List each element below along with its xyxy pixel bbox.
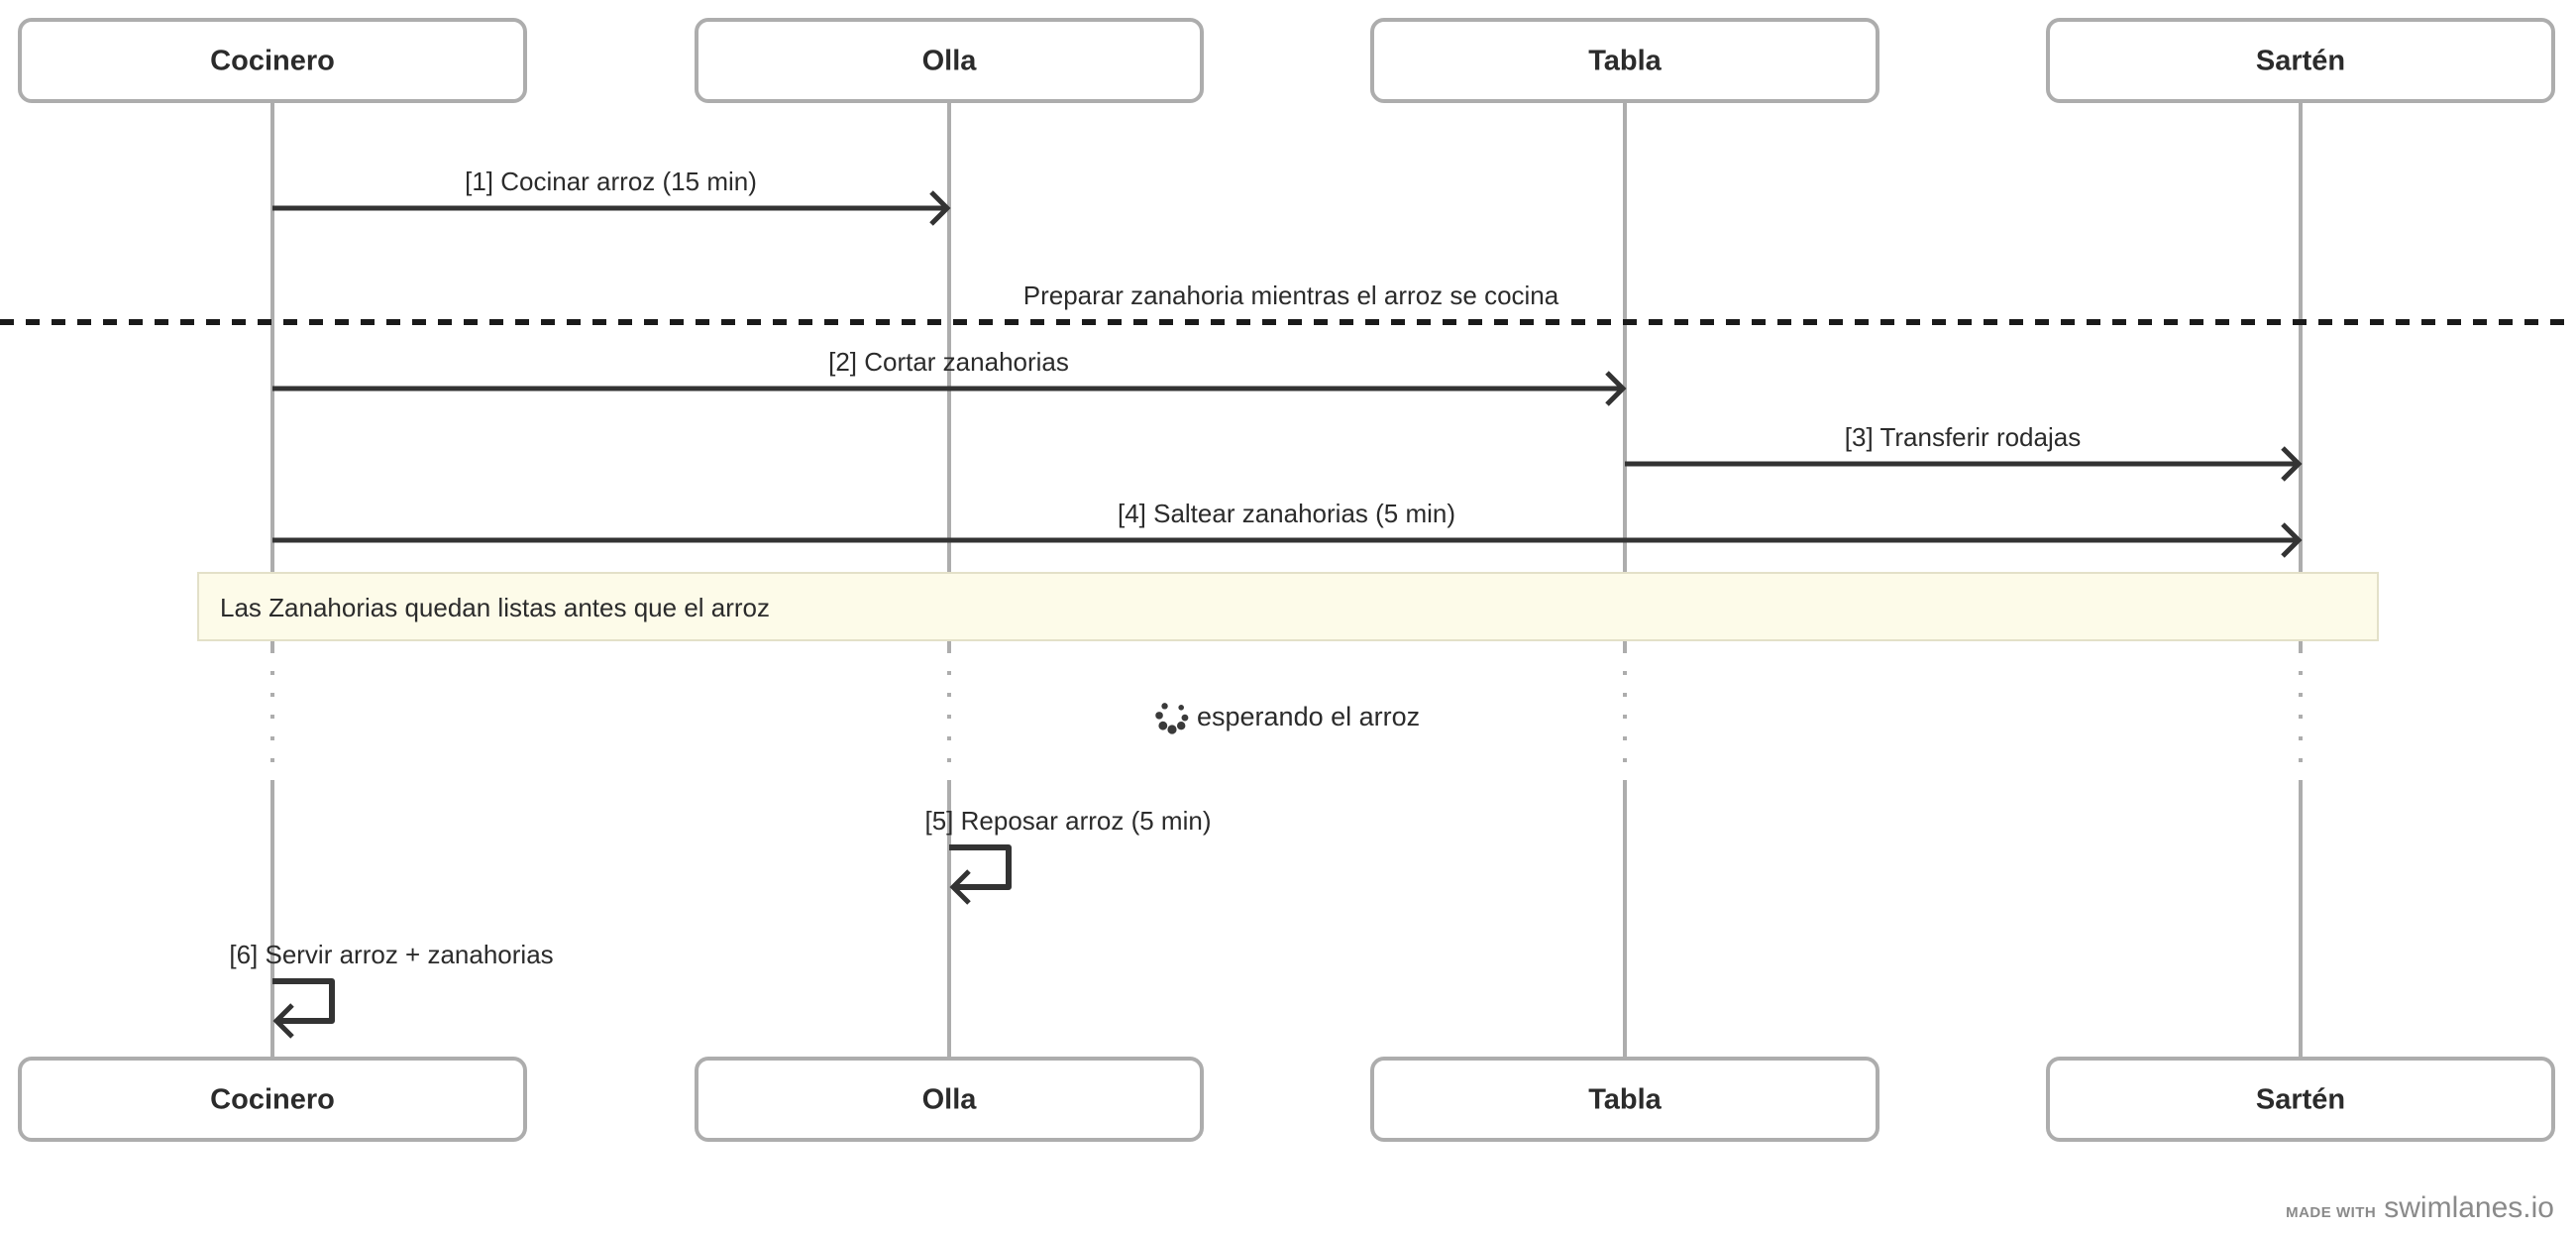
loading-spinner-icon-dot-4 [1167,725,1177,734]
loading-spinner-icon-dot-5 [1176,721,1186,730]
participant-box [695,1057,1204,1142]
arrowhead-icon [929,190,951,226]
participant-sarten-bottom[interactable]: Sartén [2046,1057,2555,1142]
loading-spinner-icon-dot-7 [1178,705,1184,711]
footer-brand-label: swimlanes.io [2384,1191,2554,1224]
divider-label: Preparar zanahoria mientras el arroz se … [1023,280,1559,310]
participant-label: Tabla [1588,46,1662,77]
participant-label: Olla [922,1084,978,1116]
message-label: [3] Transferir rodajas [1845,422,2081,452]
loading-spinner-icon-dot-6 [1181,714,1189,722]
participant-cocinero-top[interactable]: Cocinero [18,18,527,103]
waiting-indicator: esperando el arroz [1155,702,1420,734]
message-label: [2] Cortar zanahorias [828,347,1069,377]
message-1[interactable]: [1] Cocinar arroz (15 min) [272,167,951,226]
arrowhead-icon [1605,371,1627,406]
message-self-loop [272,978,335,1024]
participant-sarten-top[interactable]: Sartén [2046,18,2555,103]
participant-tabla-bottom[interactable]: Tabla [1370,1057,1879,1142]
participant-box [18,1057,527,1142]
message-4[interactable]: [4] Saltear zanahorias (5 min) [272,499,2303,558]
arrowhead-icon [2281,522,2303,558]
participant-box [695,18,1204,103]
arrowhead-icon [2281,446,2303,482]
message-label: [5] Reposar arroz (5 min) [925,806,1212,836]
message-label: [6] Servir arroz + zanahorias [229,940,553,969]
participant-tabla-top[interactable]: Tabla [1370,18,1879,103]
participant-label: Cocinero [210,1084,335,1116]
footer-made-with-label: MADE WITH [2286,1204,2377,1221]
note-box [197,572,2379,641]
participant-box [1370,18,1879,103]
participant-olla-bottom[interactable]: Olla [695,1057,1204,1142]
participant-label: Cocinero [210,46,335,77]
waiting-label: esperando el arroz [1197,702,1420,731]
participant-box [2046,18,2555,103]
loading-spinner-icon-dot-1 [1161,703,1168,710]
message-2[interactable]: [2] Cortar zanahorias [272,347,1627,406]
participant-label: Olla [922,46,978,77]
message-self-loop [949,844,1012,890]
footer-branding: MADE WITH swimlanes.io [2286,1191,2554,1225]
participant-label: Sartén [2256,46,2345,77]
participant-box [2046,1057,2555,1142]
arrowhead-icon [272,1003,294,1039]
message-label: [1] Cocinar arroz (15 min) [465,167,757,196]
participant-box [1370,1057,1879,1142]
arrowhead-icon [949,869,971,905]
message-3[interactable]: [3] Transferir rodajas [1625,422,2303,482]
message-5[interactable]: [5] Reposar arroz (5 min) [925,806,1212,905]
message-label: [4] Saltear zanahorias (5 min) [1118,499,1455,528]
note-label: Las Zanahorias quedan listas antes que e… [220,593,770,622]
participant-label: Sartén [2256,1084,2345,1116]
loading-spinner-icon-dot-2 [1155,712,1163,720]
participant-cocinero-bottom[interactable]: Cocinero [18,1057,527,1142]
participant-label: Tabla [1588,1084,1662,1116]
message-6[interactable]: [6] Servir arroz + zanahorias [229,940,554,1039]
participant-box [18,18,527,103]
participant-olla-top[interactable]: Olla [695,18,1204,103]
loading-spinner-icon-dot-3 [1158,721,1168,730]
